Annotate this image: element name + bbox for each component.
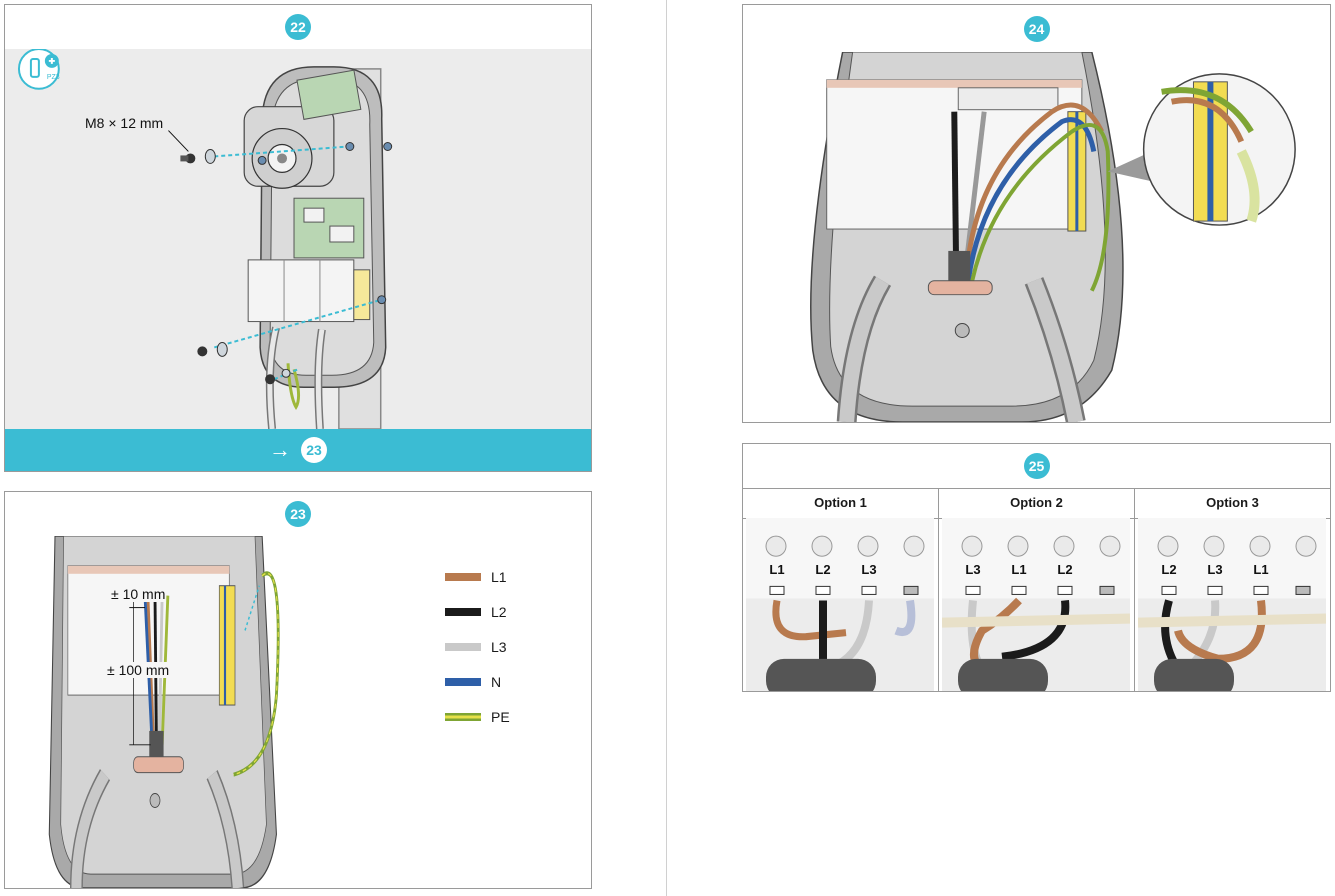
- terminal-label: L3: [965, 562, 981, 577]
- options-header-row: Option 1 Option 2 Option 3: [743, 488, 1330, 519]
- option-3-title: Option 3: [1206, 495, 1259, 510]
- step-24-header: 24: [743, 5, 1330, 53]
- screw-icon: [180, 142, 393, 385]
- option-separator: [1134, 488, 1135, 691]
- option-1-illustration: L1 L2 L3: [746, 518, 934, 691]
- terminal-label: L2: [1057, 562, 1073, 577]
- step-23-header: 23: [5, 492, 591, 537]
- legend-swatch: [445, 608, 481, 616]
- legend-label: L2: [491, 604, 507, 620]
- step-25-header: 25: [743, 444, 1330, 489]
- step-number-badge: 22: [285, 14, 311, 40]
- option-3-illustration: L2 L3 L1: [1138, 518, 1326, 691]
- terminal-label: L2: [1161, 562, 1177, 577]
- terminal-label: L3: [1207, 562, 1223, 577]
- tool-label: PZ3: [47, 74, 60, 81]
- terminal-label: L1: [1011, 562, 1027, 577]
- step-22-panel: 22 PZ3: [4, 4, 592, 472]
- terminal-label: L3: [861, 562, 877, 577]
- step-22-illustration: PZ3: [5, 49, 591, 429]
- step-24-illustration: [743, 52, 1330, 422]
- step-23-illustration: ± 10 mm ± 100 mm L1 L2 L3 N PE: [5, 536, 591, 888]
- step-24-panel: 24: [742, 4, 1331, 423]
- legend-label: L3: [491, 639, 507, 655]
- step-23-panel: 23: [4, 491, 592, 889]
- step-number-badge: 25: [1023, 453, 1050, 479]
- option-2-title: Option 2: [1010, 495, 1063, 510]
- dimension-long-label: ± 100 mm: [107, 662, 170, 678]
- legend-swatch: [445, 573, 481, 581]
- terminal-label: L2: [815, 562, 831, 577]
- terminal-label: L1: [1253, 562, 1269, 577]
- legend-label: L1: [491, 569, 507, 585]
- step-number-badge: 23: [285, 501, 311, 527]
- option-1-title: Option 1: [814, 495, 867, 510]
- step-25-panel: 25 Option 1 Option 2 Option 3 L1 L2 L3: [742, 443, 1331, 692]
- step-22-header: 22: [5, 5, 591, 50]
- screw-size-label: M8 × 12 mm: [85, 115, 164, 131]
- arrow-right-icon: →: [269, 437, 291, 462]
- legend-swatch: [445, 643, 481, 651]
- step-number-badge: 24: [1023, 15, 1050, 42]
- terminal-label: L1: [769, 562, 785, 577]
- dimension-short-label: ± 10 mm: [111, 586, 166, 602]
- option-separator: [938, 488, 939, 691]
- legend-swatch: [445, 713, 481, 721]
- screwdriver-icon: PZ3: [17, 49, 60, 90]
- legend-label: PE: [491, 709, 510, 725]
- next-step-badge: 23: [301, 437, 327, 463]
- page-divider: [666, 0, 667, 896]
- next-step-bar: → 23: [5, 429, 591, 471]
- option-2-illustration: L3 L1 L2: [942, 518, 1130, 691]
- legend-swatch: [445, 678, 481, 686]
- legend-label: N: [491, 674, 502, 690]
